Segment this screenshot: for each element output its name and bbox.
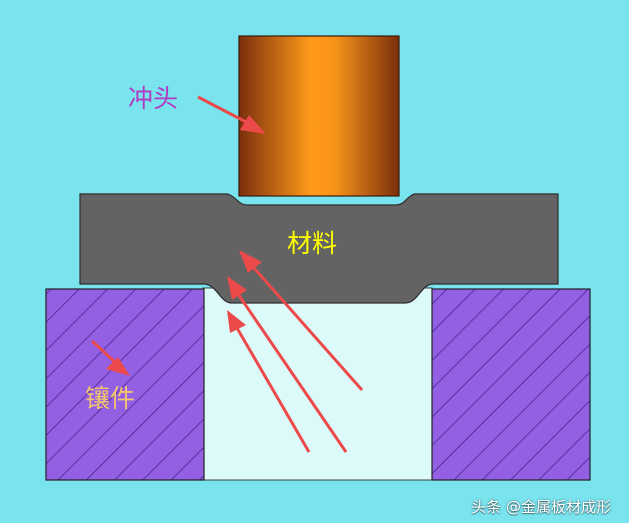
shear-arrow-3 <box>227 310 311 453</box>
shear-arrow-2 <box>227 276 348 453</box>
punch-arrow <box>197 95 266 134</box>
die-opening <box>202 287 433 481</box>
watermark: 头条 @金属板材成形 <box>471 498 611 516</box>
insert-label: 镶件 <box>85 384 136 413</box>
material-label: 材料 <box>287 229 338 258</box>
punch <box>238 35 400 197</box>
left-insert <box>45 288 205 481</box>
punch-label: 冲头 <box>128 84 179 113</box>
insert-arrow <box>90 339 130 376</box>
material-sheet <box>79 193 559 304</box>
shear-arrow-1 <box>239 250 364 391</box>
right-insert <box>431 288 591 481</box>
